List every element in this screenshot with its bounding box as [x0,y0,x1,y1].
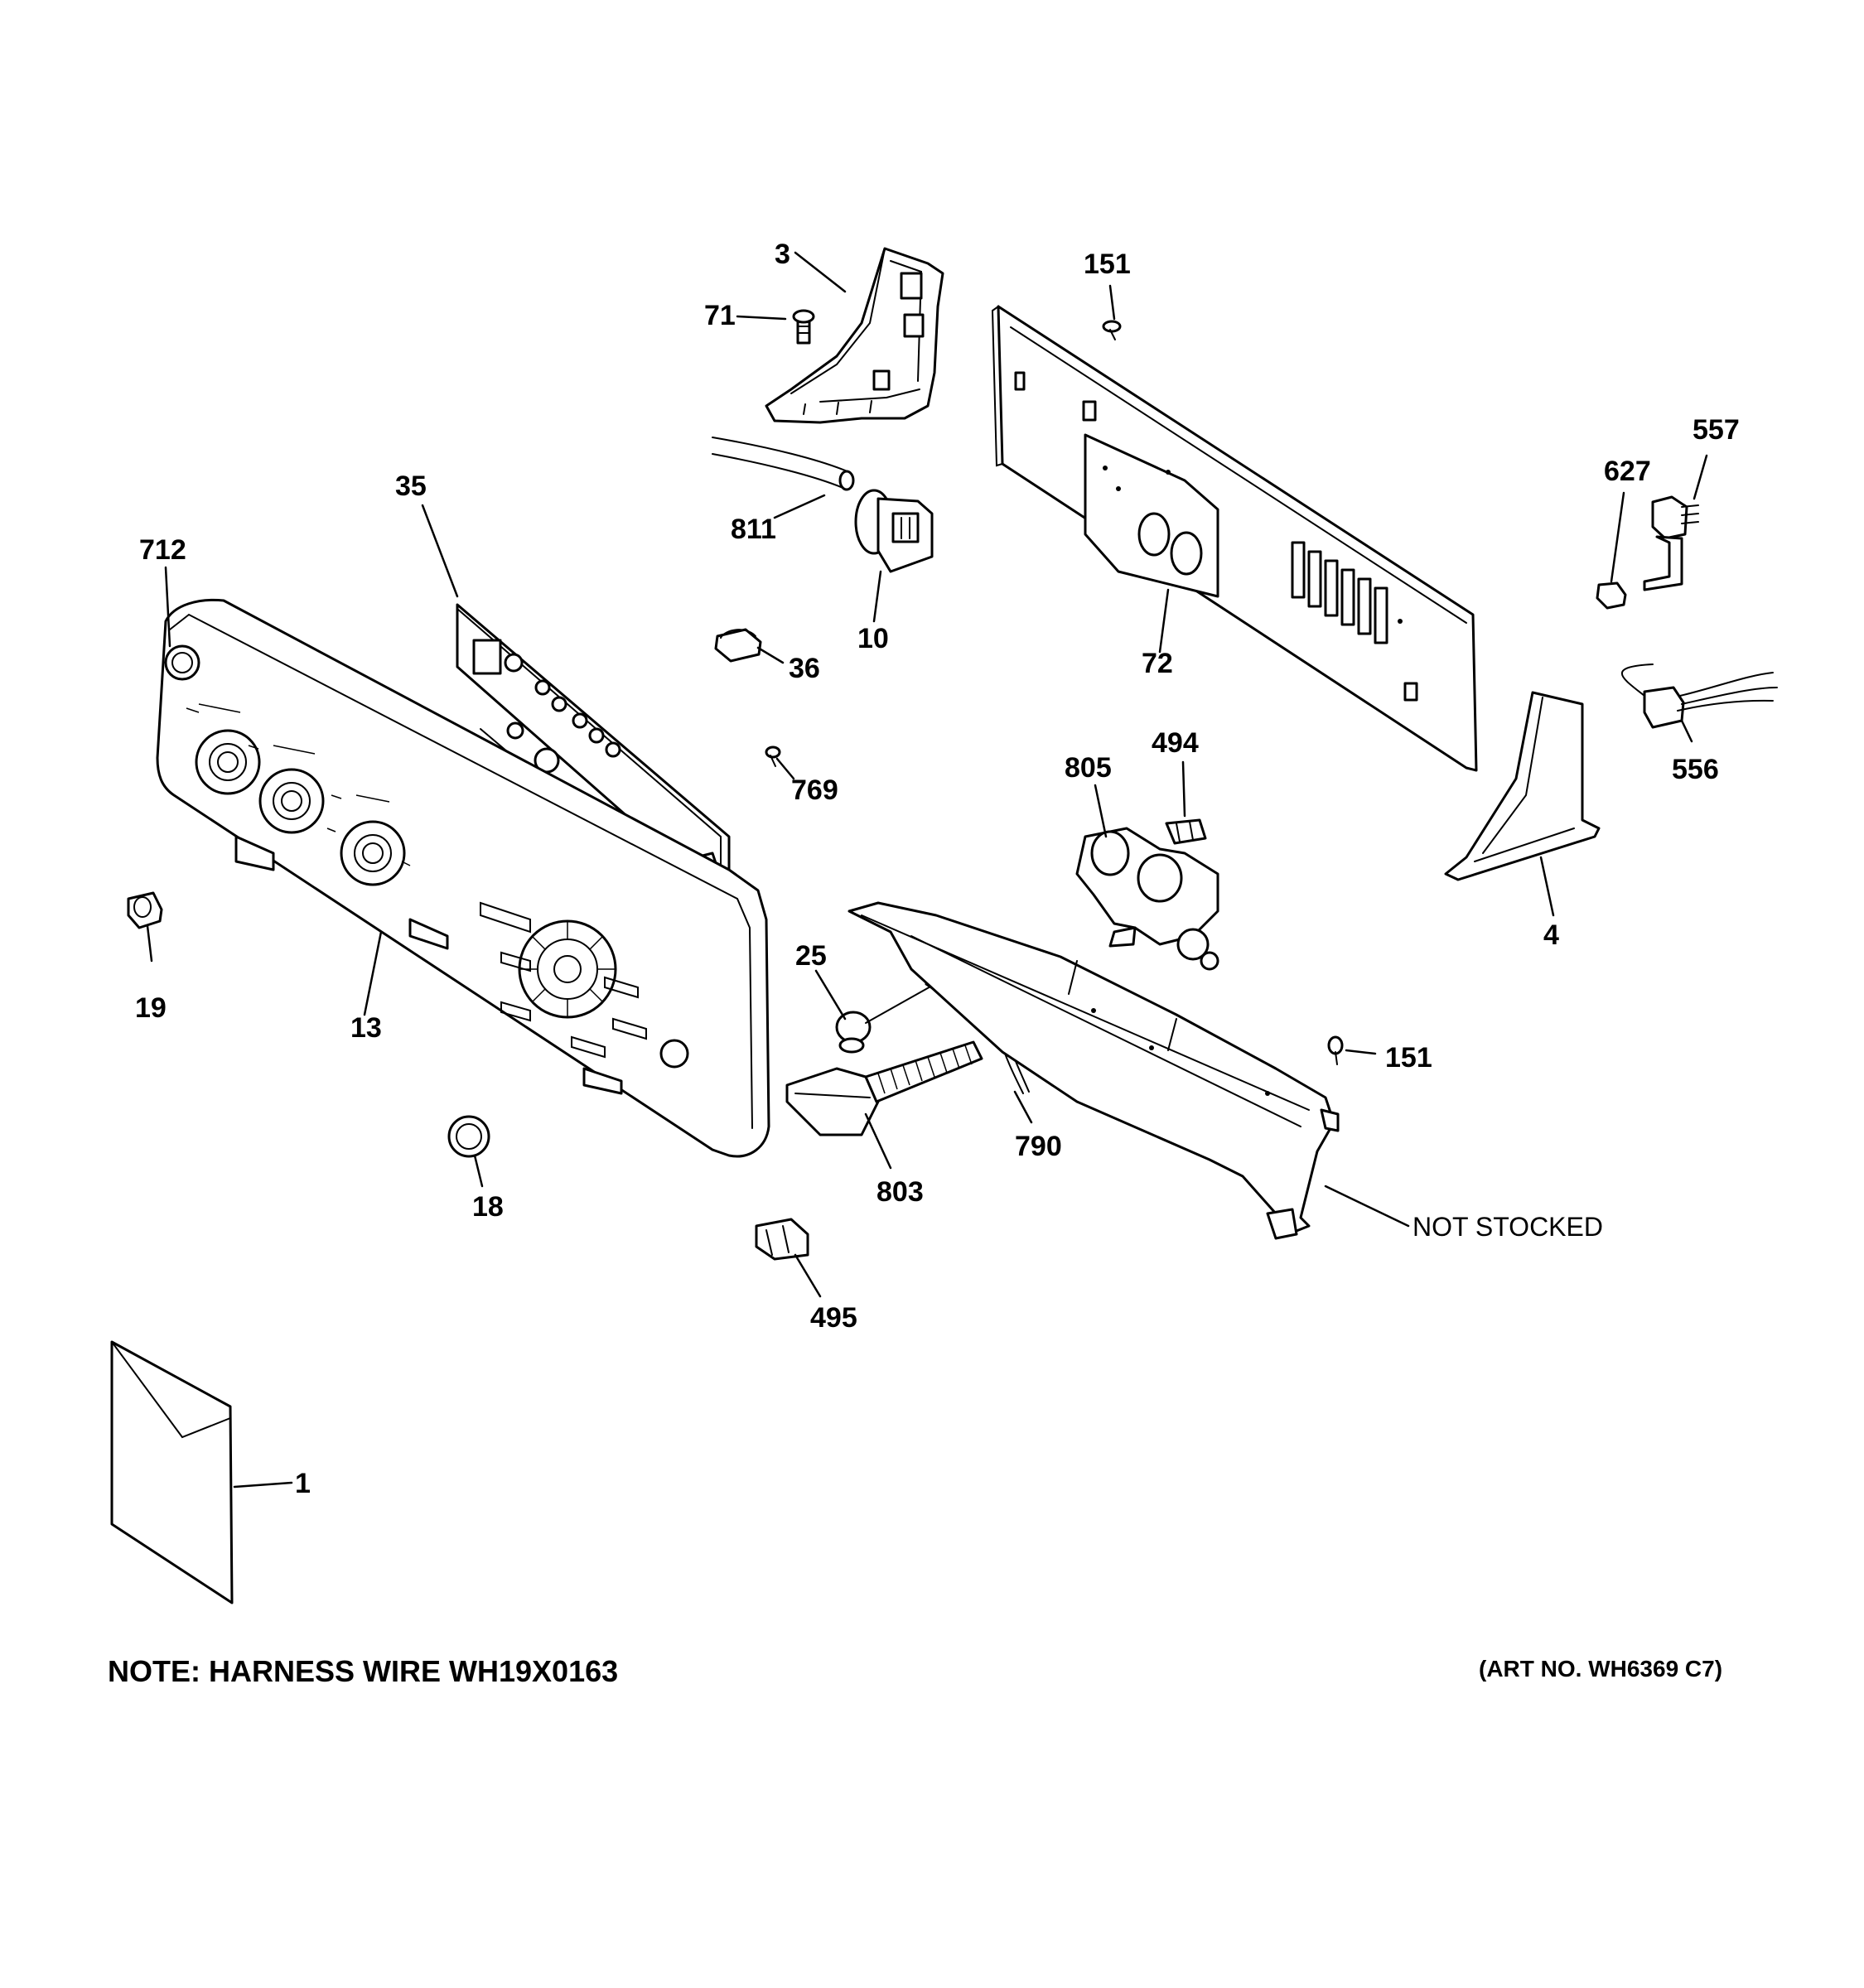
callout-495: 495 [810,1302,857,1334]
callout-712: 712 [139,534,186,566]
callout-35: 35 [395,470,427,502]
part-72-backsplash [991,305,1478,772]
part-10-pressure-switch [854,489,934,573]
callout-811: 811 [731,514,776,545]
part-151-screw-right [1327,1035,1344,1065]
callout-1: 1 [295,1468,311,1499]
callout-790: 790 [1015,1131,1062,1162]
callout-13: 13 [350,1012,382,1044]
panel-dial-temperature [258,768,325,834]
callout-71: 71 [704,300,736,331]
harness-wire-note: NOTE: HARNESS WIRE WH19X0163 [108,1654,618,1688]
part-4-bracket [1444,691,1601,881]
not-stocked-trough [847,901,1340,1240]
part-627-connector [1596,581,1627,610]
callout-19: 19 [135,992,167,1024]
part-557-harness [1643,495,1699,591]
panel-dial-cycle [518,919,617,1019]
callout-803: 803 [876,1176,924,1208]
callout-18: 18 [472,1191,504,1223]
part-19-knob [127,891,163,929]
part-71-screw [792,309,815,345]
part-495-clip [755,1218,809,1261]
panel-dial-options [340,820,406,886]
part-803-hose-bracket [785,1040,983,1136]
callout-556: 556 [1672,754,1719,785]
callout-72: 72 [1142,648,1173,679]
part-805-water-valve [1075,827,1219,971]
part-3-bracket [765,247,944,424]
callout-151-top: 151 [1084,248,1131,280]
callout-627: 627 [1604,456,1651,487]
part-25-cap [835,977,938,1054]
part-151-screw-top [1102,320,1122,340]
part-18-ring [447,1115,490,1158]
leader-lines [146,251,1708,1489]
part-13-control-panel [156,598,770,1158]
panel-vent-slots [1291,541,1388,644]
callout-3: 3 [775,239,790,270]
callout-805: 805 [1065,752,1112,784]
part-494-clip [1165,818,1207,845]
callout-10: 10 [857,623,889,654]
part-36-clip [714,628,762,663]
panel-dial-load-size [195,729,261,795]
callout-151-right: 151 [1385,1042,1432,1074]
part-769-screw [765,746,781,767]
callout-769: 769 [791,774,838,806]
part-556-connector [1621,663,1778,729]
callout-494: 494 [1152,727,1199,759]
art-number: (ART NO. WH6369 C7) [1479,1656,1722,1682]
callout-25: 25 [795,940,827,972]
callout-labels: 3 71 151 557 627 35 811 712 36 10 72 556… [135,239,1740,1499]
part-811-hose [712,437,855,491]
not-stocked-label: NOT STOCKED [1412,1212,1603,1242]
callout-557: 557 [1693,414,1740,446]
part-1-envelope [110,1340,234,1604]
callout-36: 36 [789,653,820,684]
callout-4: 4 [1543,919,1559,951]
